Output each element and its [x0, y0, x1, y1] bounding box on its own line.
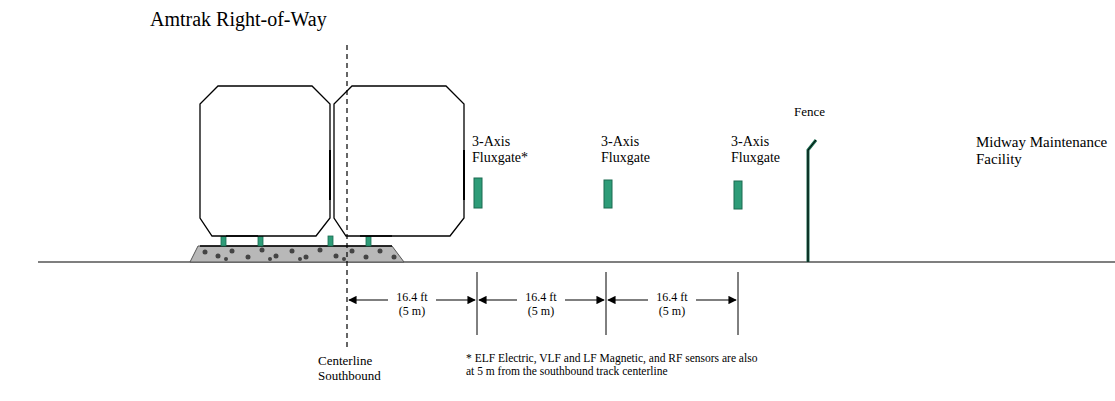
centerline-label: Centerline Southbound [318, 354, 404, 384]
fluxgate-sensor [474, 178, 482, 208]
fluxgate-sensor [604, 180, 612, 208]
diagram-title: Amtrak Right-of-Way [150, 8, 327, 31]
area-label: Midway Maintenance Facility [976, 134, 1112, 169]
fluxgate-sensor [734, 181, 742, 209]
sensor-label: 3-Axis Fluxgate* [472, 134, 542, 166]
dimension-label: 16.4 ft (5 m) [388, 291, 436, 319]
sensor-label: 3-Axis Fluxgate [731, 134, 797, 166]
dimension-ticks [477, 272, 738, 335]
ballast [190, 246, 404, 262]
train-car [334, 86, 464, 236]
rail [221, 236, 371, 246]
footnote: * ELF Electric, VLF and LF Magnetic, and… [466, 352, 766, 378]
dimension-label: 16.4 ft (5 m) [517, 291, 565, 319]
ballast-stones [203, 248, 397, 262]
sensor-label: 3-Axis Fluxgate [601, 134, 667, 166]
fence-label: Fence [794, 105, 825, 120]
fence [808, 140, 816, 262]
dimension-label: 16.4 ft (5 m) [648, 291, 696, 319]
centerline [346, 45, 347, 348]
train-car [200, 86, 330, 236]
